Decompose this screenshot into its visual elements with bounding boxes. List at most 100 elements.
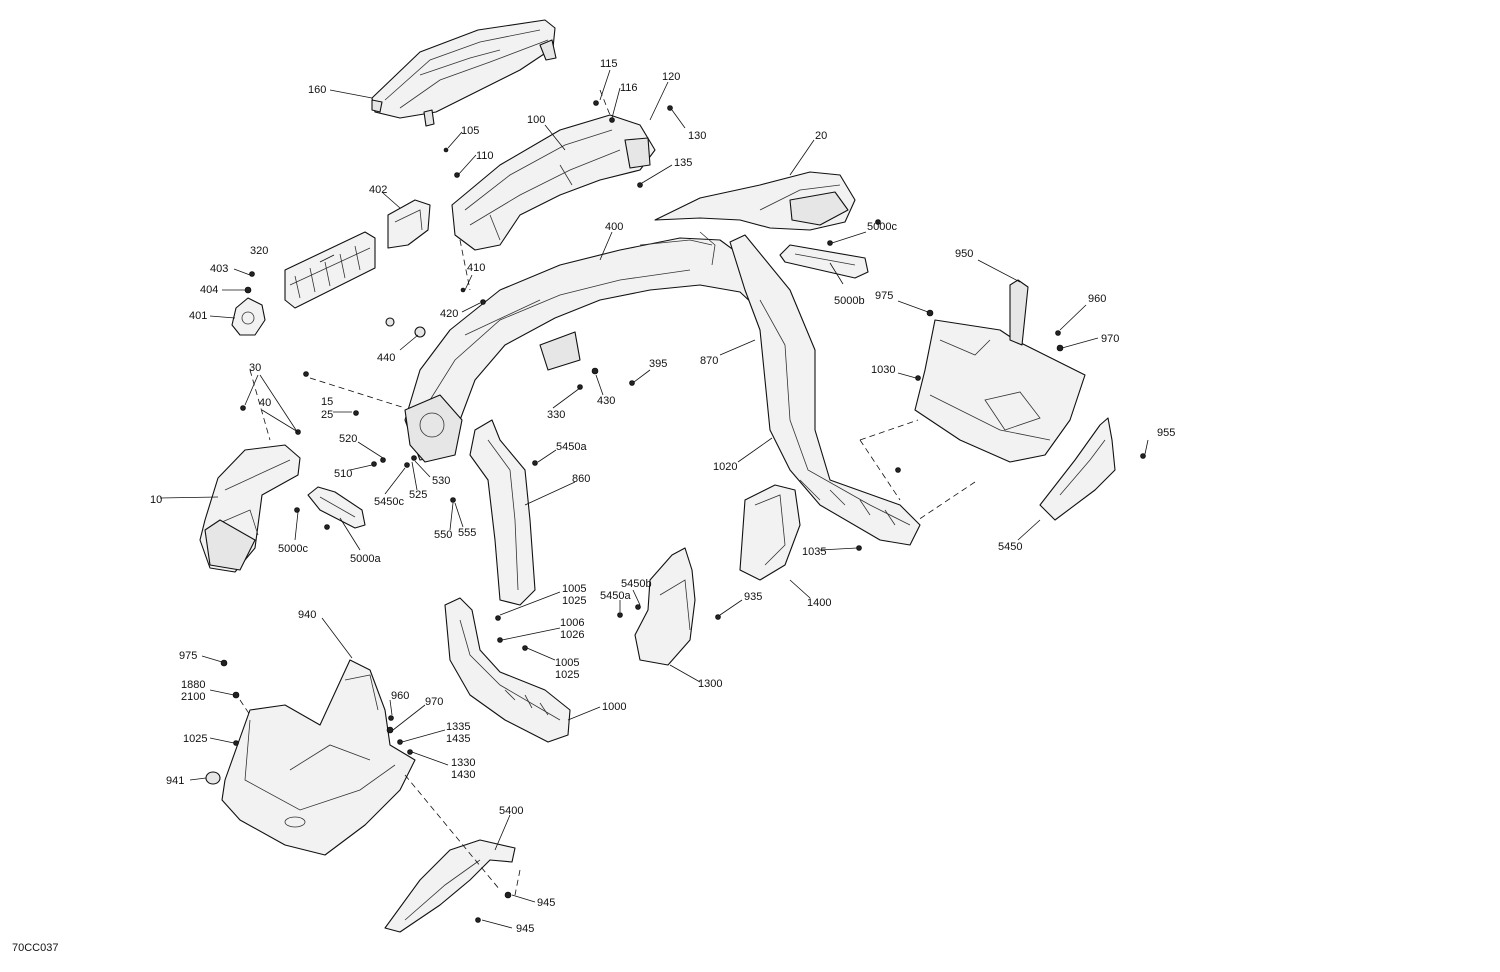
callout-330: 330 xyxy=(547,409,565,421)
callout-404: 404 xyxy=(200,284,218,296)
callout-1000: 1000 xyxy=(602,701,626,713)
callout-960-left: 960 xyxy=(391,690,409,702)
callout-440: 440 xyxy=(377,352,395,364)
callout-402: 402 xyxy=(369,184,387,196)
callout-20: 20 xyxy=(815,130,827,142)
callout-15: 15 xyxy=(321,396,333,408)
callout-5450-right: 5450 xyxy=(998,541,1022,553)
part-401 xyxy=(231,297,266,336)
diagram-code: 70CC037 xyxy=(12,942,58,954)
callout-115: 115 xyxy=(600,58,618,70)
callout-520: 520 xyxy=(339,433,357,445)
callout-1030: 1030 xyxy=(871,364,895,376)
part-5000b xyxy=(779,244,869,279)
callout-860: 860 xyxy=(572,473,590,485)
part-400-main-frame xyxy=(404,231,811,463)
callout-555: 555 xyxy=(458,527,476,539)
callout-940: 940 xyxy=(298,609,316,621)
callout-5450a-bottom: 5450a xyxy=(600,590,631,602)
callout-970-right: 970 xyxy=(1101,333,1119,345)
callout-410: 410 xyxy=(467,262,485,274)
part-1300 xyxy=(634,547,696,666)
part-940-floor-pan xyxy=(221,659,416,856)
callout-labels: 160 115 116 120 130 105 110 100 135 20 4… xyxy=(150,58,1175,935)
part-5000a xyxy=(307,486,366,529)
callout-935: 935 xyxy=(744,591,762,603)
callout-975-left: 975 xyxy=(179,650,197,662)
part-870-arch xyxy=(729,234,921,546)
callout-403: 403 xyxy=(210,263,228,275)
callout-1005-a: 1005 xyxy=(562,583,586,595)
callout-100: 100 xyxy=(527,114,545,126)
callout-1025-a: 1025 xyxy=(562,595,586,607)
callout-1435: 1435 xyxy=(446,733,470,745)
callout-950: 950 xyxy=(955,248,973,260)
callout-30: 30 xyxy=(249,362,261,374)
callout-941: 941 xyxy=(166,775,184,787)
callout-530: 530 xyxy=(432,475,450,487)
part-860-column xyxy=(469,419,536,606)
callout-870: 870 xyxy=(700,355,718,367)
callout-510: 510 xyxy=(334,468,352,480)
callout-525: 525 xyxy=(409,489,427,501)
callout-970-left: 970 xyxy=(425,696,443,708)
callout-5450b: 5450b xyxy=(621,578,652,590)
callout-105: 105 xyxy=(461,125,479,137)
callout-1035: 1035 xyxy=(802,546,826,558)
callout-1430: 1430 xyxy=(451,769,475,781)
part-402 xyxy=(387,199,431,249)
callout-135: 135 xyxy=(674,157,692,169)
part-1400 xyxy=(739,484,801,581)
callout-130: 130 xyxy=(688,130,706,142)
callout-5000c-left: 5000c xyxy=(278,543,308,555)
part-100-bracket xyxy=(451,114,656,251)
callout-975-right: 975 xyxy=(875,290,893,302)
callout-116: 116 xyxy=(620,82,638,94)
part-5400 xyxy=(384,839,516,933)
callout-1300: 1300 xyxy=(698,678,722,690)
callout-5000b: 5000b xyxy=(834,295,865,307)
part-1000-sill xyxy=(444,597,571,743)
callout-110: 110 xyxy=(476,150,494,162)
callout-1025-b: 1025 xyxy=(555,669,579,681)
part-20-hood xyxy=(654,171,856,231)
callout-395: 395 xyxy=(649,358,667,370)
callout-1880: 1880 xyxy=(181,679,205,691)
callout-1400: 1400 xyxy=(807,597,831,609)
callout-400: 400 xyxy=(605,221,623,233)
callout-120: 120 xyxy=(662,71,680,83)
callout-5450a-top: 5450a xyxy=(556,441,587,453)
part-320-grille xyxy=(284,231,376,309)
callout-960-right: 960 xyxy=(1088,293,1106,305)
callout-5000c-top: 5000c xyxy=(867,221,897,233)
callout-420: 420 xyxy=(440,308,458,320)
callout-160: 160 xyxy=(308,84,326,96)
callout-25: 25 xyxy=(321,409,333,421)
callout-430: 430 xyxy=(597,395,615,407)
callout-1330: 1330 xyxy=(451,757,475,769)
callout-2100: 2100 xyxy=(181,691,205,703)
callout-401: 401 xyxy=(189,310,207,322)
callout-5000a: 5000a xyxy=(350,553,381,565)
callout-1005-b: 1005 xyxy=(555,657,579,669)
callout-320: 320 xyxy=(250,245,268,257)
callout-550: 550 xyxy=(434,529,452,541)
part-160-top-cover xyxy=(371,19,557,127)
callout-1025-c: 1025 xyxy=(183,733,207,745)
part-5450-right xyxy=(1039,417,1116,521)
callout-5450c: 5450c xyxy=(374,496,404,508)
leader-lines xyxy=(159,69,1149,929)
callout-40: 40 xyxy=(259,397,271,409)
callout-1026: 1026 xyxy=(560,629,584,641)
callout-945-b: 945 xyxy=(516,923,534,935)
part-941-plug xyxy=(205,771,221,785)
part-10-front-fender xyxy=(199,444,301,573)
callout-955: 955 xyxy=(1157,427,1175,439)
fasteners xyxy=(220,100,1146,923)
callout-1020: 1020 xyxy=(713,461,737,473)
callout-10: 10 xyxy=(150,494,162,506)
callout-1335: 1335 xyxy=(446,721,470,733)
callout-5400: 5400 xyxy=(499,805,523,817)
callout-1006: 1006 xyxy=(560,617,584,629)
